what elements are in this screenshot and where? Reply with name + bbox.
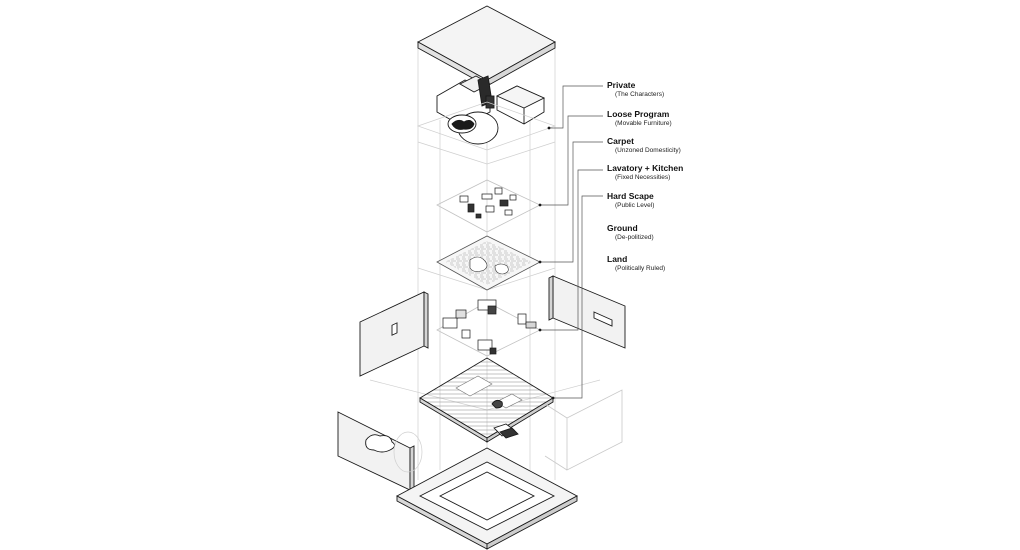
legend-title: Private [607,80,636,90]
legend-subtitle: (Public Level) [615,202,655,209]
legend-subtitle: (Politically Ruled) [615,265,666,272]
left-wall-panel-lower [337,411,415,491]
legend-item-land: Land (Politically Ruled) [607,254,665,273]
carpet-layer [436,235,541,291]
legend-item-carpet: Carpet (Unzoned Domesticity) [607,136,681,155]
legend-subtitle: (The Characters) [615,91,665,98]
leader-dots [538,126,555,400]
legend-title: Ground [607,223,638,233]
legend-title: Loose Program [607,109,670,119]
lower-faint-ring [393,431,423,473]
legend-subtitle: (Fixed Necessities) [615,174,671,181]
legend-subtitle: (Unzoned Domesticity) [615,147,681,154]
legend-item-lavatory-kitchen: Lavatory + Kitchen (Fixed Necessities) [607,163,683,182]
right-wall-panel [548,275,626,349]
leader-lines [540,85,603,399]
legend-item-private: Private (The Characters) [607,80,664,99]
left-wall-panel-upper [359,291,429,377]
private-characters-layer [436,75,546,145]
legend-item-hard-scape: Hard Scape (Public Level) [607,191,654,210]
legend-subtitle: (De-politized) [615,234,654,241]
roof-slab [417,5,556,87]
legend-item-loose-program: Loose Program (Movable Furniture) [607,109,672,128]
legend-title: Land [607,254,628,264]
legend-title: Hard Scape [607,191,654,201]
hard-scape-slab [419,357,554,443]
legend-title: Carpet [607,136,634,146]
layer-legend: Private (The Characters) Loose Program (… [607,0,807,300]
legend-title: Lavatory + Kitchen [607,163,684,173]
legend-item-ground: Ground (De-politized) [607,223,654,242]
right-faint-volume [544,389,623,471]
loose-program-layer [436,179,541,233]
lavatory-kitchen-layer [436,299,541,357]
legend-subtitle: (Movable Furniture) [615,120,672,127]
land-base [396,447,578,550]
private-floor-outline [416,101,557,151]
